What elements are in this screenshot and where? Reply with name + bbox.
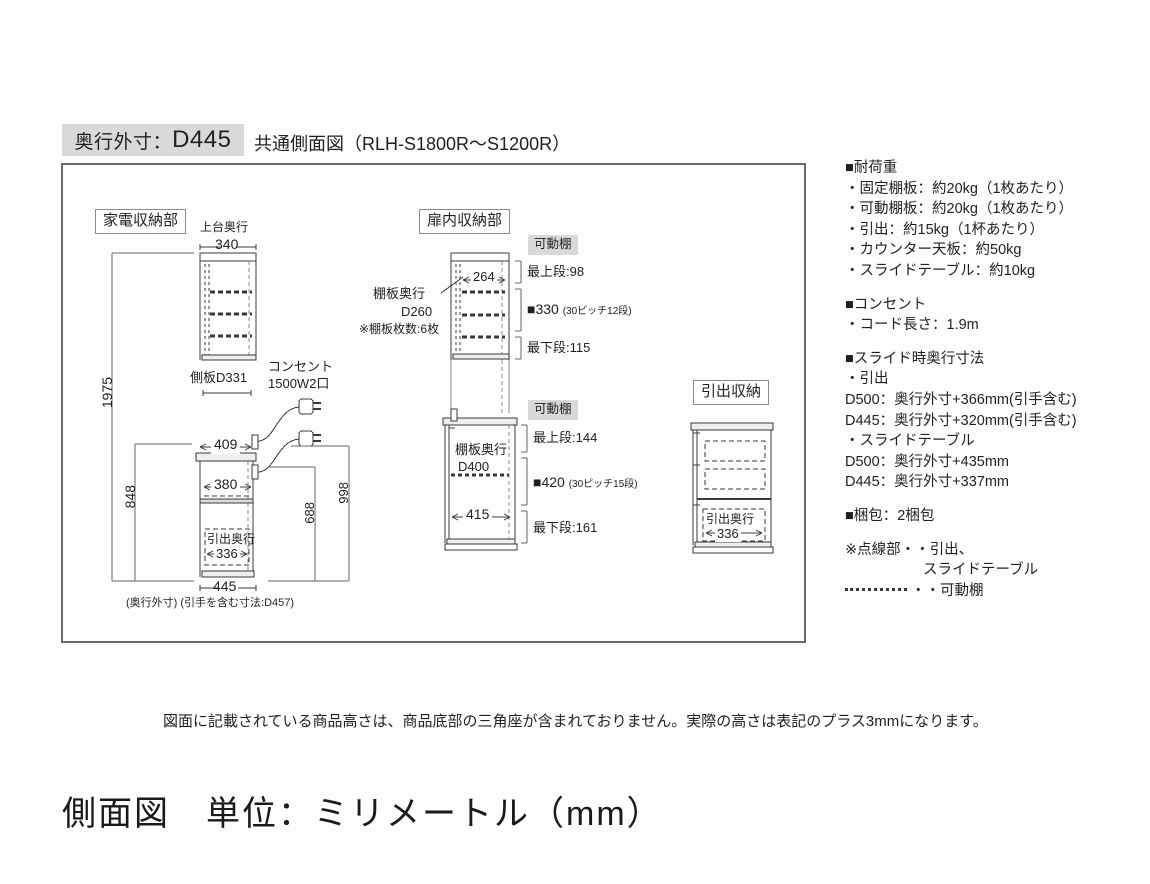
drawer-depth-value-left: 336 <box>214 546 240 563</box>
dim-998: 998 <box>336 482 351 504</box>
spec-heading-outlet: ■コンセント <box>845 296 927 313</box>
movable-shelf-chip-lower: 可動棚 <box>528 400 578 420</box>
spec-heading-packaging: ■梱包：2梱包 <box>845 507 935 524</box>
group-label-in-door: 扉内収納部 <box>419 209 511 234</box>
dashed-line-swatch <box>845 587 907 591</box>
technical-drawing-svg <box>111 244 774 591</box>
inner-dim-264: 264 <box>471 269 497 286</box>
spec-spacer-1 <box>845 282 1145 295</box>
depth-badge: 奥行外寸：D445 <box>62 124 244 156</box>
shelf-depth-value-lower: D400 <box>458 459 490 474</box>
shelf-count-note: ※棚板枚数:6枚 <box>359 322 440 336</box>
spec-spacer-4 <box>845 527 1145 540</box>
spec-line-slide-0: ・引出 <box>845 371 889 388</box>
dim-1975: 1975 <box>99 377 115 409</box>
spec-line-load-2: ・引出：約15kg（1杯あたり） <box>845 221 1045 238</box>
dim-380: 380 <box>211 476 241 494</box>
inner-dim-415: 415 <box>463 506 493 524</box>
spec-line-slide-4: D500：奥行外寸+435mm <box>845 453 1009 470</box>
legend-dashed-row: ・・可動棚 <box>845 581 1145 602</box>
footnote-depth: (奥行外寸) (引手を含む寸法:D457) <box>126 597 294 611</box>
dim-409: 409 <box>211 436 241 454</box>
spec-line-slide-5: D445：奥行外寸+337mm <box>845 474 1009 491</box>
footer-note: 図面に記載されている商品高さは、商品底部の三角座が含まれておりません。実際の高さ… <box>163 713 988 730</box>
side-panel-label: 側板D331 <box>188 370 250 387</box>
pitch-value-lower: ■420 (30ピッチ15段) <box>533 474 638 492</box>
shelf-depth-label-upper: 棚板奥行 <box>373 286 426 301</box>
pitch-number-lower: ■420 <box>533 474 565 490</box>
dim-688: 688 <box>302 502 317 524</box>
movable-shelf-chip-upper: 可動棚 <box>528 235 578 255</box>
legend-dashed-label: ・・可動棚 <box>911 582 984 599</box>
legend-dotted-line-1: ※点線部・・引出、 <box>845 541 974 558</box>
spec-line-slide-2: D445：奥行外寸+320mm(引手含む) <box>845 412 1077 429</box>
dim-445: 445 <box>213 578 237 594</box>
header-title: 共通側面図（RLH-S1800R〜S1200R） <box>254 134 571 154</box>
spec-line-load-4: ・スライドテーブル：約10kg <box>845 262 1036 279</box>
spec-line-slide-3: ・スライドテーブル <box>845 433 975 450</box>
top-step-lower: 最上段:144 <box>533 430 598 445</box>
drawer-depth-label-right: 引出奥行 <box>706 512 755 526</box>
top-step-upper: 最上段:98 <box>527 264 585 279</box>
group-label-drawer: 引出収納 <box>693 380 770 405</box>
group-label-appliance: 家電収納部 <box>95 209 187 234</box>
shelf-depth-label-lower: 棚板奥行 <box>455 442 508 457</box>
dim-848: 848 <box>122 485 138 509</box>
spec-panel: ■耐荷重 ・固定棚板：約20kg（1枚あたり） ・可動棚板：約20kg（1枚あた… <box>845 158 1145 601</box>
spec-heading-slide: ■スライド時奥行寸法 <box>845 350 985 367</box>
spec-heading-load: ■耐荷重 <box>845 160 898 176</box>
spec-line-load-3: ・カウンター天板：約50kg <box>845 242 1022 259</box>
drawer-depth-label-left: 引出奥行 <box>207 532 256 546</box>
spec-line-outlet-0: ・コード長さ：1.9m <box>845 317 979 334</box>
shelf-depth-value-upper: D260 <box>401 304 433 319</box>
pitch-value-upper: ■330 (30ピッチ12段) <box>527 301 632 319</box>
drawing-frame: 家電収納部 上台奥行 340 1975 848 688 998 側板D331 コ… <box>61 163 806 643</box>
upper-depth-value: 340 <box>215 236 239 252</box>
outlet-label-line2: 1500W2口 <box>268 376 330 391</box>
spec-line-slide-1: D500：奥行外寸+366mm(引手含む) <box>845 391 1077 408</box>
pitch-note-upper: (30ピッチ12段) <box>562 306 632 317</box>
depth-badge-prefix: 奥行外寸： <box>74 131 173 153</box>
bottom-step-upper: 最下段:115 <box>527 340 591 355</box>
footer-title: 側面図 単位：ミリメートル（mm） <box>62 795 663 833</box>
drawer-depth-value-right: 336 <box>715 526 741 543</box>
footnote-part1: (奥行外寸) <box>126 597 178 609</box>
pitch-note-lower: (30ピッチ15段) <box>568 479 638 490</box>
legend-dotted-line-2: スライドテーブル <box>923 562 1039 579</box>
spec-line-load-1: ・可動棚板：約20kg（1枚あたり） <box>845 201 1074 218</box>
outlet-label-line1: コンセント <box>268 359 334 374</box>
depth-badge-value: D445 <box>172 126 232 153</box>
pitch-number-upper: ■330 <box>527 301 559 317</box>
upper-depth-label: 上台奥行 <box>200 220 249 234</box>
spec-spacer-2 <box>845 336 1145 349</box>
spec-spacer-3 <box>845 493 1145 506</box>
spec-line-load-0: ・固定棚板：約20kg（1枚あたり） <box>845 180 1074 197</box>
footnote-part2: (引手を含む寸法:D457) <box>180 597 295 609</box>
bottom-step-lower: 最下段:161 <box>533 520 598 535</box>
